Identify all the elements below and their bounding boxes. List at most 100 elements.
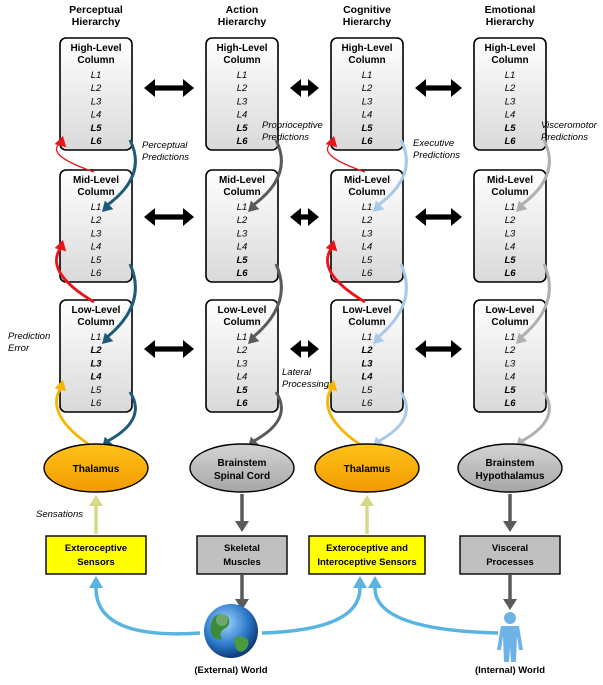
- layer-label: L4: [90, 372, 102, 383]
- layer-label: L6: [91, 268, 102, 279]
- prediction-error-label: Error: [8, 343, 30, 354]
- layer-label: L2: [505, 215, 516, 226]
- column-title: Low-Level: [486, 305, 535, 316]
- proprioceptive-prediction-arrow: [248, 139, 283, 212]
- sensations-label: Sensations: [36, 509, 83, 520]
- column-box: [473, 37, 547, 151]
- layer-label: L2: [362, 83, 373, 94]
- layer-label: L5: [362, 255, 373, 266]
- globe-icon: [204, 604, 258, 658]
- column-title: Column: [223, 317, 260, 328]
- column-title: Column: [348, 187, 385, 198]
- sensation-up-arrow: [325, 380, 366, 450]
- muscle-to-world-arrow: [235, 575, 249, 610]
- visceromotor-prediction-arrow: [516, 139, 551, 212]
- layer-label: L5: [90, 123, 102, 134]
- layer-label: L3: [361, 358, 373, 369]
- layer-label: L4: [362, 110, 373, 121]
- lateral-double-arrow: [415, 79, 462, 97]
- sensation-up-arrow: [54, 380, 95, 450]
- executive-predictions-label: Predictions: [413, 150, 460, 161]
- column-box: [330, 299, 404, 413]
- box-label: Exteroceptive and: [326, 543, 408, 554]
- layer-label: L5: [236, 123, 248, 134]
- lateral-arrows: [144, 79, 462, 358]
- proprioceptive-predictions-label: Proprioceptive: [262, 120, 323, 131]
- layer-label: L6: [362, 268, 373, 279]
- hierarchy-headers: PerceptualHierarchyActionHierarchyCognit…: [69, 4, 535, 28]
- oval-label: Brainstem: [218, 458, 267, 469]
- layer-label: L6: [504, 136, 516, 147]
- hierarchy-title: Hierarchy: [343, 16, 392, 28]
- layer-label: L2: [505, 83, 516, 94]
- hierarchy-title: Hierarchy: [486, 16, 535, 28]
- layer-label: L4: [237, 242, 248, 253]
- column-title: Column: [491, 55, 528, 66]
- layer-label: L6: [504, 398, 516, 409]
- column-box: [473, 299, 547, 413]
- lateral-double-arrow: [415, 208, 462, 226]
- world-label: (External) World: [194, 665, 267, 676]
- box-label: Sensors: [77, 557, 115, 568]
- column-title: Column: [77, 317, 114, 328]
- perceptual-predictions-label: Perceptual: [142, 140, 188, 151]
- column-title: Column: [223, 55, 260, 66]
- layer-label: L6: [504, 268, 516, 279]
- motor-output-arrow: [235, 494, 249, 532]
- oval-label: Hypothalamus: [476, 471, 545, 482]
- prediction-error-arrow: [325, 136, 366, 173]
- sensation-arrow: [89, 495, 103, 534]
- layer-label: L2: [237, 83, 248, 94]
- prediction-error-arrow: [54, 240, 95, 304]
- column-title: High-Level: [70, 43, 121, 54]
- oval-label: Brainstem: [486, 458, 535, 469]
- layer-label: L5: [504, 255, 516, 266]
- annotations: PerceptualPredictionsProprioceptivePredi…: [8, 120, 598, 520]
- perceptual-prediction-arrow: [102, 139, 137, 212]
- layer-label: L3: [362, 96, 373, 107]
- layer-label: L1: [237, 70, 248, 81]
- column-title: Mid-Level: [344, 175, 390, 186]
- layer-label: L5: [236, 385, 248, 396]
- layer-label: L1: [505, 70, 516, 81]
- prediction-error-arrow: [325, 240, 366, 304]
- world-to-sensor-arrow: [89, 576, 201, 636]
- layer-label: L6: [236, 268, 248, 279]
- layer-label: L5: [504, 123, 516, 134]
- layer-label: L4: [91, 242, 102, 253]
- layer-label: L4: [505, 242, 516, 253]
- hierarchy-title: Hierarchy: [72, 16, 121, 28]
- lateral-double-arrow: [290, 340, 319, 358]
- perceptual-predictions-label: Predictions: [142, 152, 189, 163]
- layer-label: L3: [237, 228, 248, 239]
- column-title: Mid-Level: [487, 175, 533, 186]
- layer-label: L4: [505, 110, 516, 121]
- proprioceptive-prediction-arrow: [248, 263, 283, 344]
- proprioceptive-predictions-label: Predictions: [262, 132, 309, 143]
- prediction-error-label: Prediction: [8, 331, 50, 342]
- column-title: High-Level: [484, 43, 535, 54]
- hierarchy-title: Cognitive: [343, 4, 391, 16]
- layer-label: L3: [505, 228, 516, 239]
- box-label: Muscles: [223, 557, 261, 568]
- column-title: Column: [491, 317, 528, 328]
- layer-label: L3: [505, 358, 516, 369]
- column-title: Low-Level: [343, 305, 392, 316]
- column-title: Mid-Level: [73, 175, 119, 186]
- layer-label: L3: [91, 96, 102, 107]
- layer-label: L1: [362, 70, 373, 81]
- column-title: Column: [223, 187, 260, 198]
- perceptual-prediction-arrow: [102, 263, 137, 344]
- lateral-double-arrow: [144, 340, 194, 358]
- hierarchy-title: Emotional: [485, 4, 536, 16]
- executive-prediction-arrow: [373, 263, 408, 344]
